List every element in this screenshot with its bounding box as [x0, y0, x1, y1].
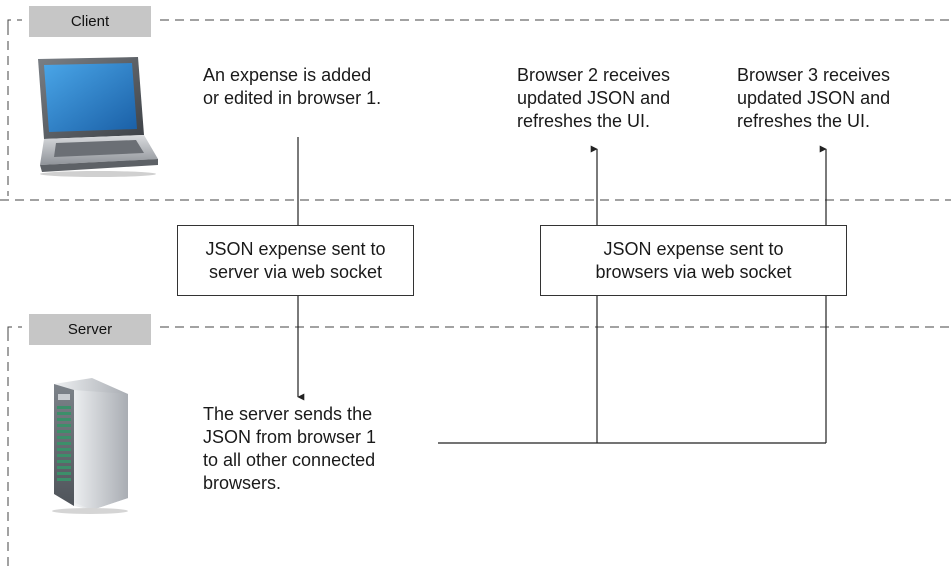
browser3-description: Browser 3 receives updated JSON and refr…: [737, 65, 891, 131]
browser2-description: Browser 2 receives updated JSON and refr…: [517, 65, 671, 131]
server-zone-top-boundary: [7, 326, 951, 332]
server-zone-label: Server: [29, 314, 151, 345]
laptop-icon: [38, 57, 158, 177]
server-tower-icon: [52, 378, 128, 514]
to-browsers-box: JSON expense sent to browsers via web so…: [540, 225, 847, 296]
client-zone-label: Client: [29, 6, 151, 37]
browser1-description: An expense is added or edited in browser…: [203, 65, 382, 108]
server-broadcast-description: The server sends the JSON from browser 1…: [203, 404, 377, 493]
client-zone-top-boundary: [7, 19, 951, 26]
to-server-box: JSON expense sent to server via web sock…: [177, 225, 414, 296]
